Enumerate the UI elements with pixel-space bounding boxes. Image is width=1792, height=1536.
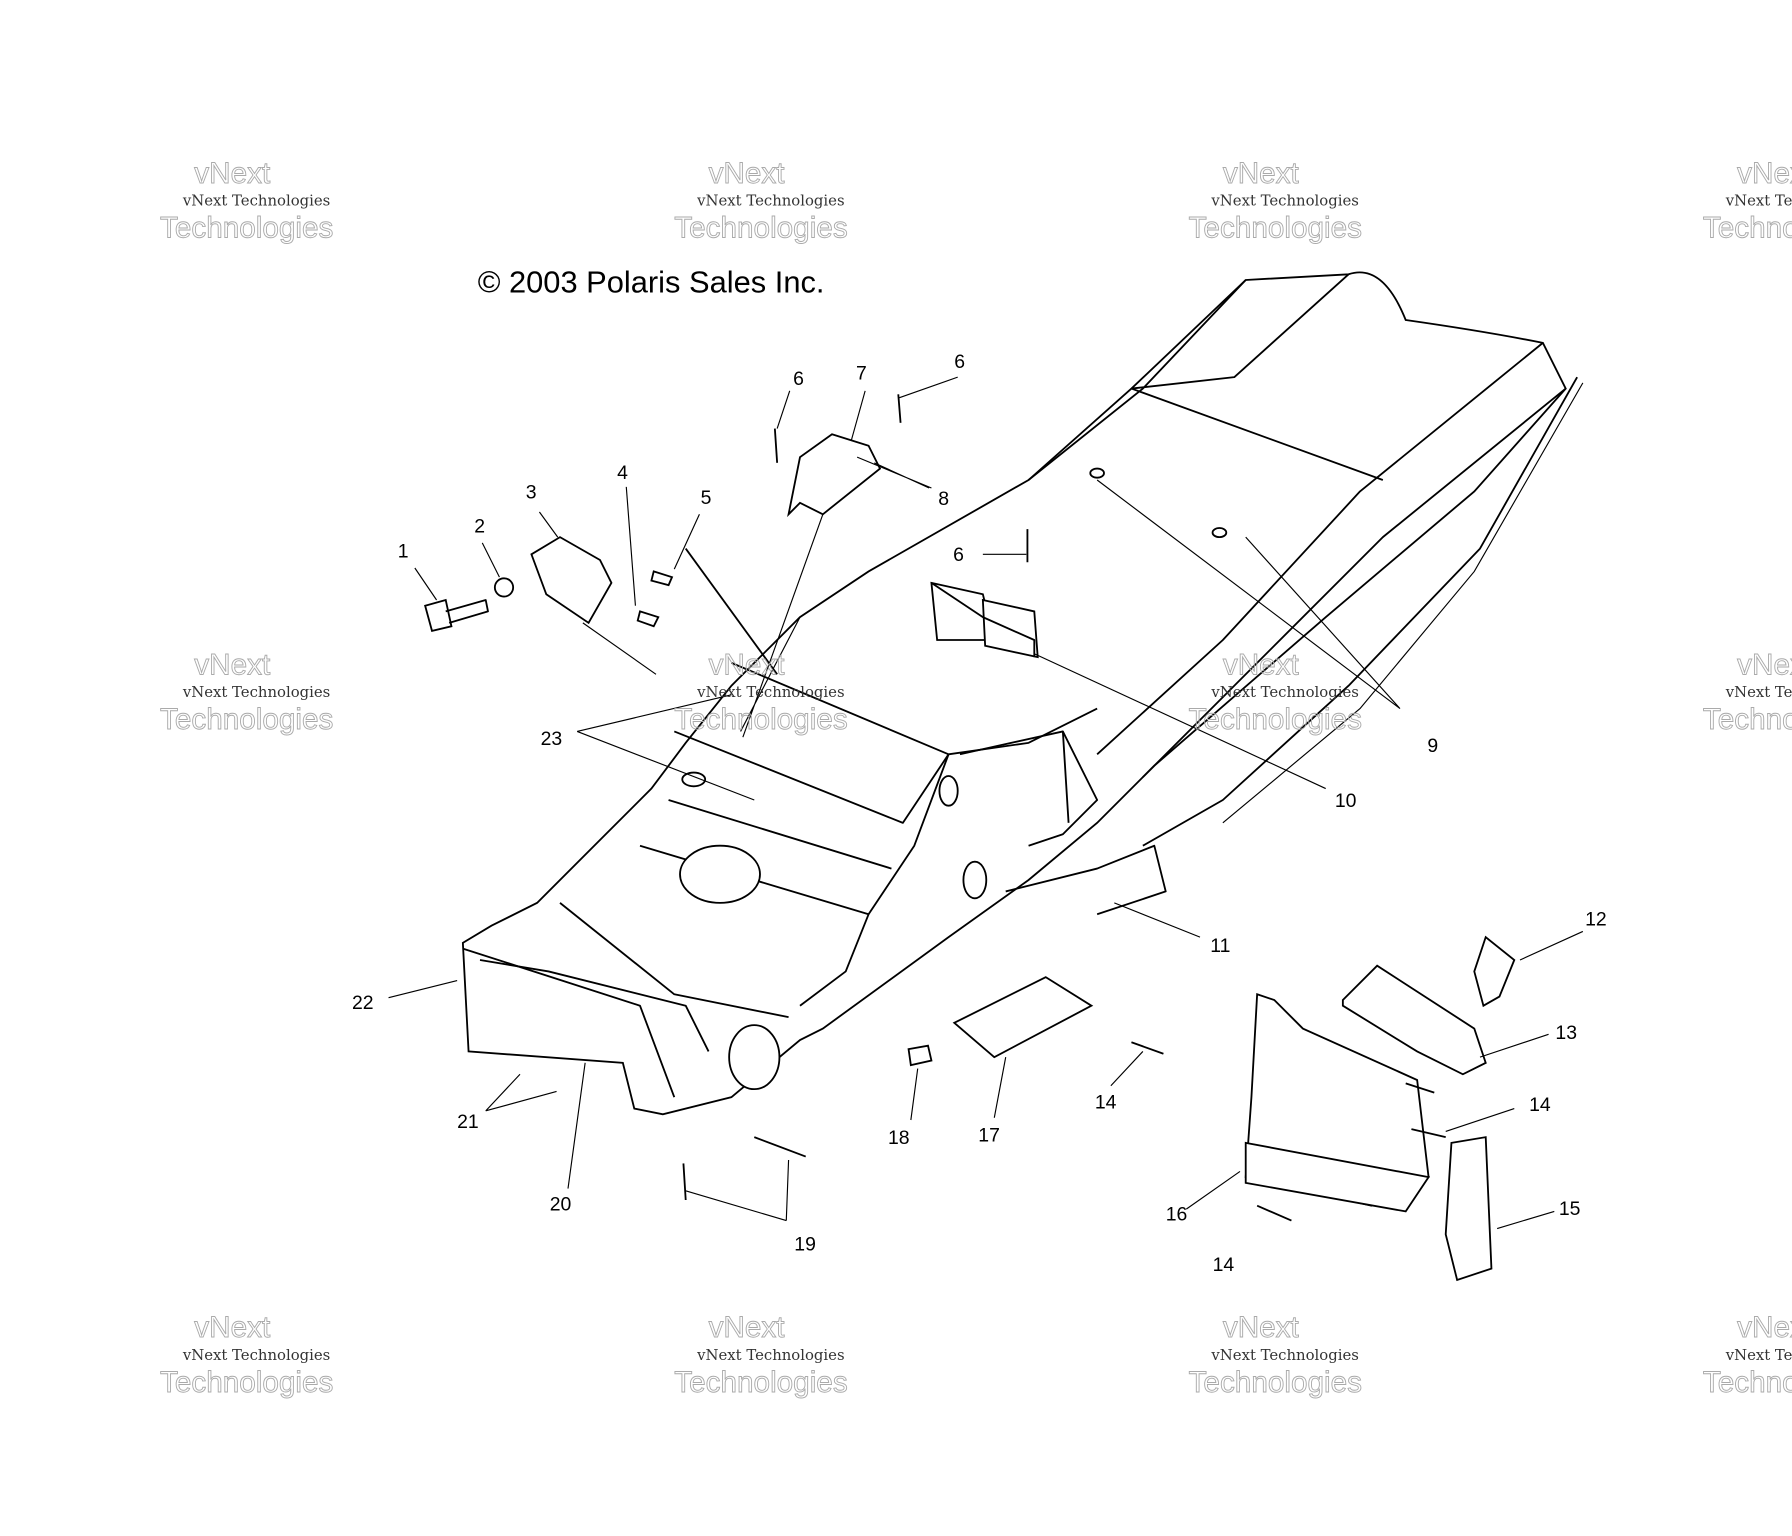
svg-text:vNext Technologies: vNext Technologies [696, 1346, 844, 1364]
callout-20: 20 [550, 1193, 572, 1215]
callout-14: 14 [1529, 1094, 1551, 1116]
svg-text:vNext: vNext [1737, 1311, 1792, 1344]
svg-text:Technologies: Technologies [1703, 703, 1792, 736]
svg-text:vNext Technologies: vNext Technologies [1210, 1346, 1358, 1364]
callout-8: 8 [938, 488, 949, 510]
callout-labels: 1 2 3 4 5 6 7 6 8 6 9 10 11 12 13 14 14 … [352, 351, 1607, 1276]
callout-5: 5 [701, 487, 712, 509]
svg-text:vNext: vNext [1223, 157, 1300, 190]
callout-16: 16 [1166, 1204, 1188, 1226]
svg-text:vNext Technologies: vNext Technologies [1210, 683, 1358, 701]
svg-text:Technologies: Technologies [160, 703, 333, 736]
callout-18: 18 [888, 1127, 910, 1149]
callout-15: 15 [1559, 1198, 1581, 1220]
svg-text:vNext Technologies: vNext Technologies [696, 192, 844, 210]
svg-text:vNext: vNext [194, 648, 271, 681]
copyright-text: © 2003 Polaris Sales Inc. [478, 265, 825, 300]
callout-19: 19 [794, 1233, 816, 1255]
svg-text:vNext: vNext [1223, 648, 1300, 681]
svg-text:vNext Technologies: vNext Technologies [182, 1346, 330, 1364]
svg-text:vNext Technologies: vNext Technologies [182, 192, 330, 210]
svg-text:vNext Technologies: vNext Technologies [1210, 192, 1358, 210]
hardware-parts [424, 394, 1516, 1282]
svg-text:vNext Technologies: vNext Technologies [1725, 1346, 1792, 1364]
svg-text:vNext: vNext [194, 1311, 271, 1344]
callout-6: 6 [953, 544, 964, 566]
callout-11: 11 [1210, 935, 1230, 957]
leader-lines [388, 376, 1584, 1230]
callout-10: 10 [1335, 790, 1357, 812]
callout-17: 17 [978, 1125, 1000, 1147]
svg-text:Technologies: Technologies [160, 212, 333, 245]
svg-text:Technologies: Technologies [1703, 1366, 1792, 1399]
callout-9: 9 [1427, 735, 1438, 757]
svg-text:vNext Technologies: vNext Technologies [696, 683, 844, 701]
callout-4: 4 [617, 462, 628, 484]
svg-text:vNext: vNext [1737, 648, 1792, 681]
svg-text:vNext: vNext [1223, 1311, 1300, 1344]
svg-text:Technologies: Technologies [1189, 1366, 1362, 1399]
callout-22: 22 [352, 992, 374, 1014]
svg-text:vNext Technologies: vNext Technologies [1725, 192, 1792, 210]
callout-21: 21 [457, 1111, 479, 1133]
callout-6: 6 [793, 368, 804, 390]
svg-text:vNext: vNext [709, 157, 786, 190]
svg-text:vNext: vNext [709, 648, 786, 681]
callout-7: 7 [856, 362, 867, 384]
svg-text:Technologies: Technologies [674, 1366, 847, 1399]
svg-text:Technologies: Technologies [1189, 212, 1362, 245]
svg-text:vNext Technologies: vNext Technologies [182, 683, 330, 701]
chassis-frame-drawing [461, 271, 1584, 1116]
svg-text:Technologies: Technologies [674, 212, 847, 245]
svg-text:vNext: vNext [709, 1311, 786, 1344]
callout-2: 2 [474, 516, 485, 538]
callout-13: 13 [1555, 1022, 1577, 1044]
svg-text:vNext Technologies: vNext Technologies [1725, 683, 1792, 701]
svg-text:vNext: vNext [194, 157, 271, 190]
svg-text:Technologies: Technologies [1703, 212, 1792, 245]
callout-6: 6 [954, 351, 965, 373]
svg-text:Technologies: Technologies [160, 1366, 333, 1399]
callout-14: 14 [1213, 1254, 1235, 1276]
svg-text:vNext: vNext [1737, 157, 1792, 190]
callout-3: 3 [526, 481, 537, 503]
svg-text:Technologies: Technologies [1189, 703, 1362, 736]
svg-text:Technologies: Technologies [674, 703, 847, 736]
callout-12: 12 [1585, 909, 1607, 931]
callout-23: 23 [541, 728, 563, 750]
callout-14: 14 [1095, 1092, 1117, 1114]
callout-1: 1 [398, 541, 409, 563]
